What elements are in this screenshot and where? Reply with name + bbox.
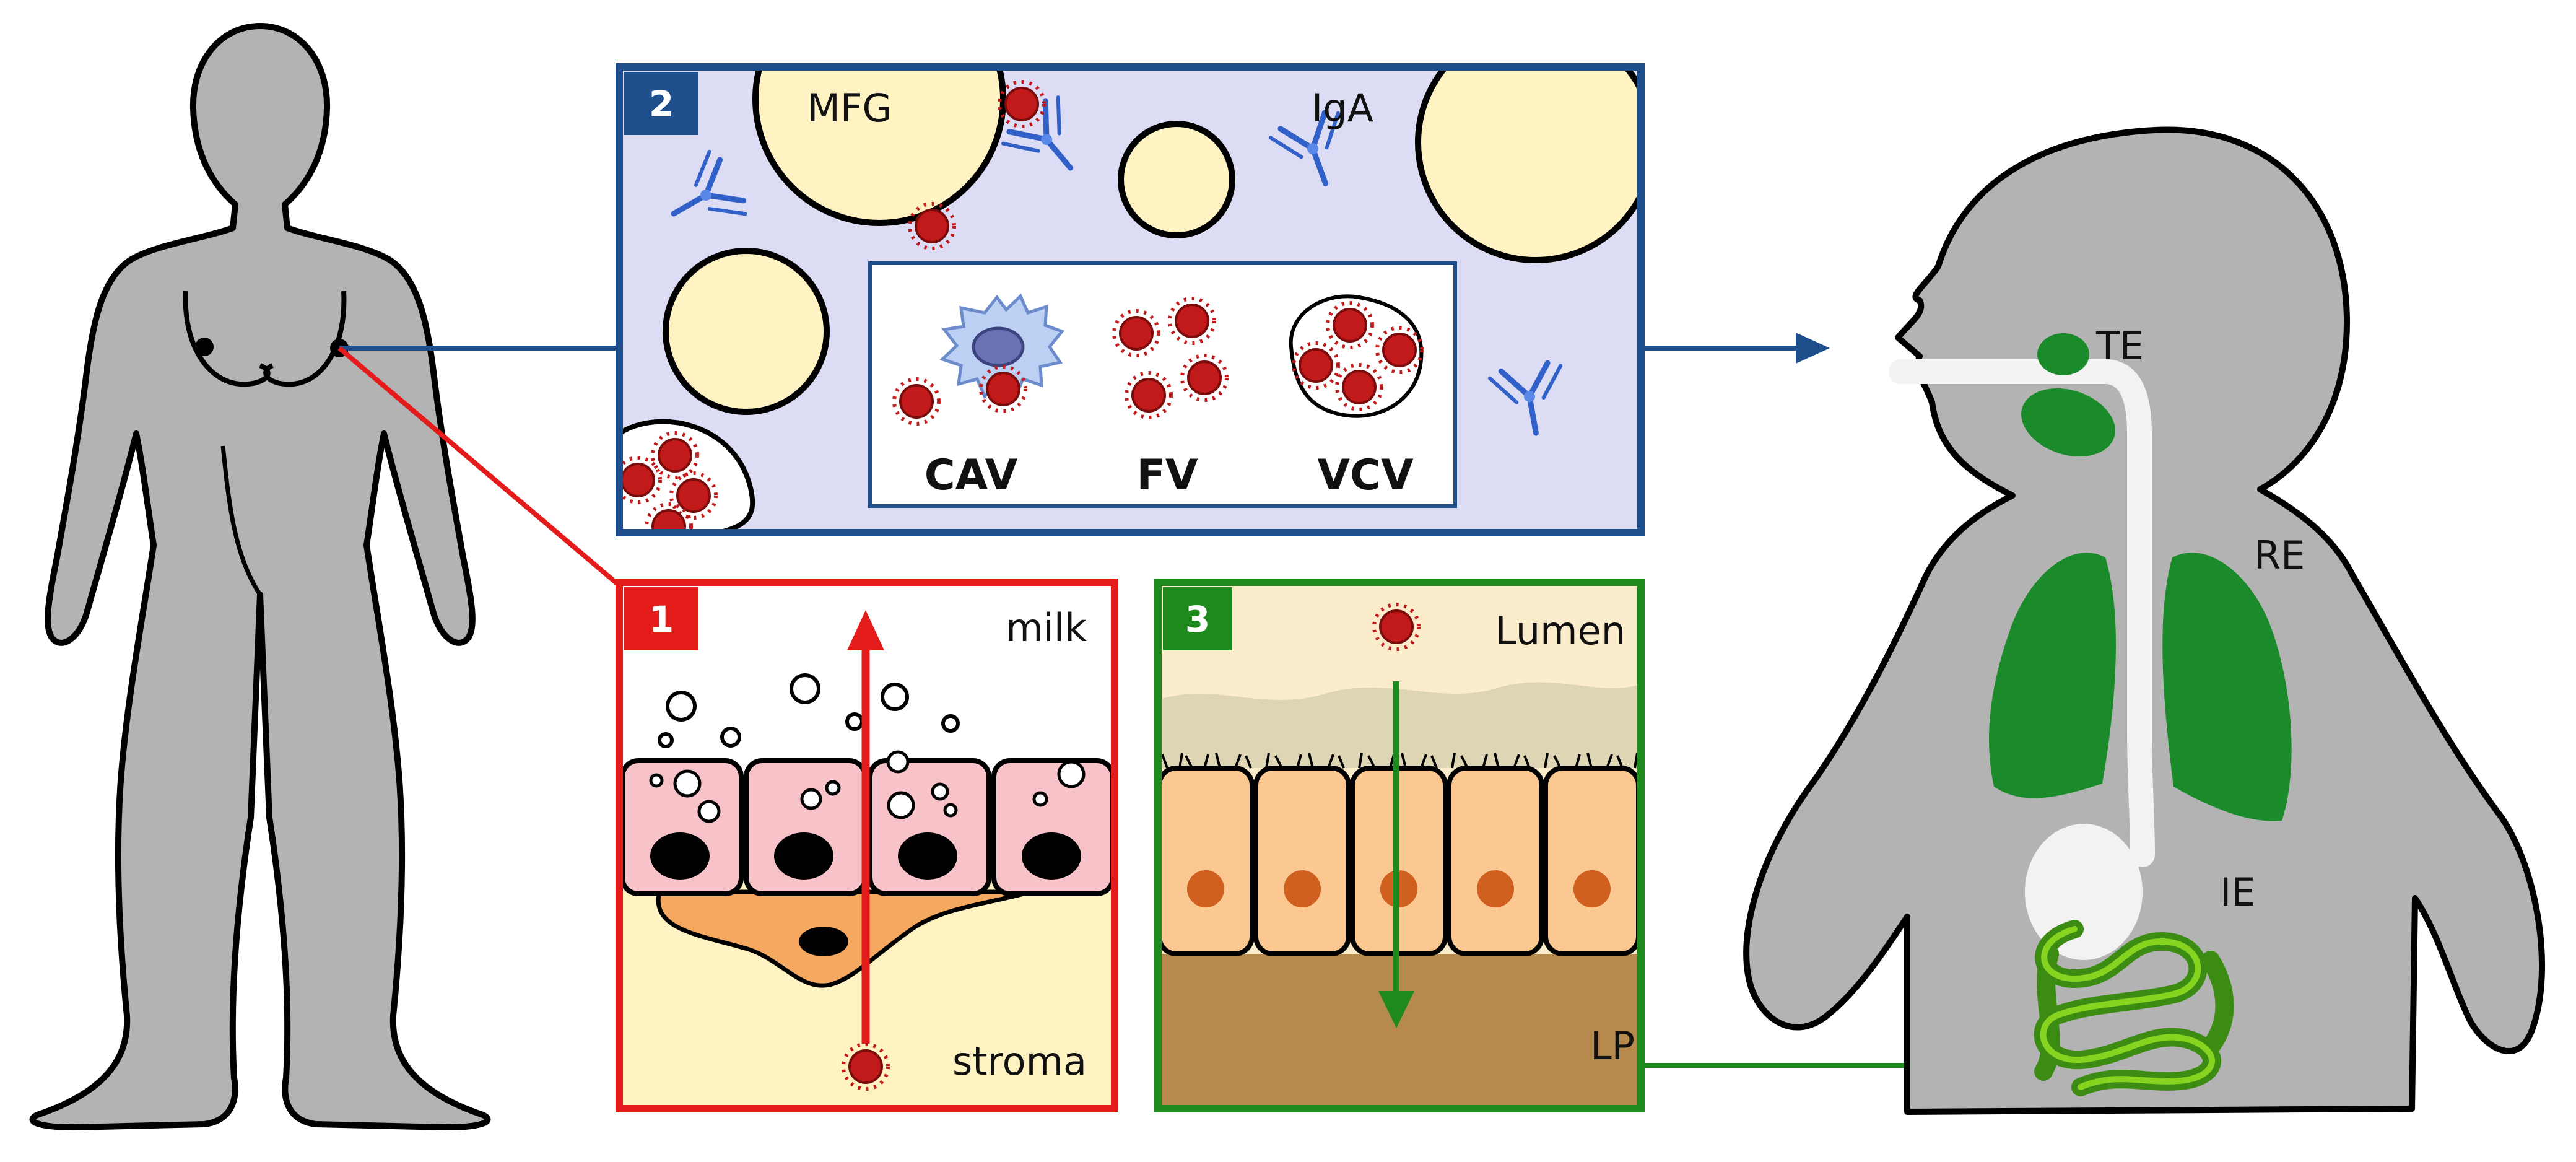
virus-forms-inset: CAV FV VCV	[868, 261, 1457, 508]
enterocytes	[1158, 766, 1641, 956]
virus-containing-vesicle-icon	[1289, 294, 1422, 418]
panel-3-badge	[1163, 587, 1232, 650]
label-fv: FV	[1136, 451, 1198, 500]
label-lp: LP	[1590, 1023, 1635, 1068]
infant-figure: TE RE IE	[1743, 126, 2546, 1115]
panel-2-number: 2	[649, 83, 674, 125]
label-te: TE	[2095, 323, 2144, 369]
mammary-panel: 1 milk stroma	[616, 579, 1118, 1112]
fat-globule	[663, 248, 830, 415]
panel-1-number: 1	[649, 598, 674, 640]
arrow-milk-to-infant	[1641, 333, 1830, 364]
left-lung	[1989, 553, 2116, 798]
milk-panel: 2 MFG IgA	[616, 63, 1645, 536]
fat-globule	[752, 67, 1006, 226]
label-ie: IE	[2220, 870, 2255, 915]
fat-globule	[1118, 121, 1235, 238]
vesicle-partial	[619, 419, 755, 533]
airway-tract	[1889, 359, 2155, 867]
fat-globule	[1415, 67, 1641, 263]
panel-1-badge	[624, 587, 698, 650]
label-iga: IgA	[1312, 85, 1373, 131]
tonsil-organ	[2037, 333, 2089, 375]
pharynx-organ	[2021, 388, 2115, 457]
microvilli	[1161, 753, 1638, 769]
label-mfg: MFG	[807, 85, 892, 131]
intestine-panel: 3 Lumen LP	[1154, 579, 1645, 1112]
mother-figure	[29, 23, 491, 1130]
label-lumen: Lumen	[1495, 608, 1625, 653]
right-lung	[2162, 553, 2292, 821]
label-vcv: VCV	[1317, 451, 1414, 500]
panel-3-number: 3	[1185, 598, 1210, 640]
label-stroma: stroma	[952, 1039, 1087, 1084]
panel-2-badge	[624, 72, 698, 135]
connector-breast-to-mammary	[337, 346, 621, 588]
cell-associated-virus-icon	[894, 293, 1065, 424]
label-cav: CAV	[925, 451, 1018, 500]
label-milk: milk	[1006, 605, 1087, 650]
label-re: RE	[2254, 533, 2305, 578]
